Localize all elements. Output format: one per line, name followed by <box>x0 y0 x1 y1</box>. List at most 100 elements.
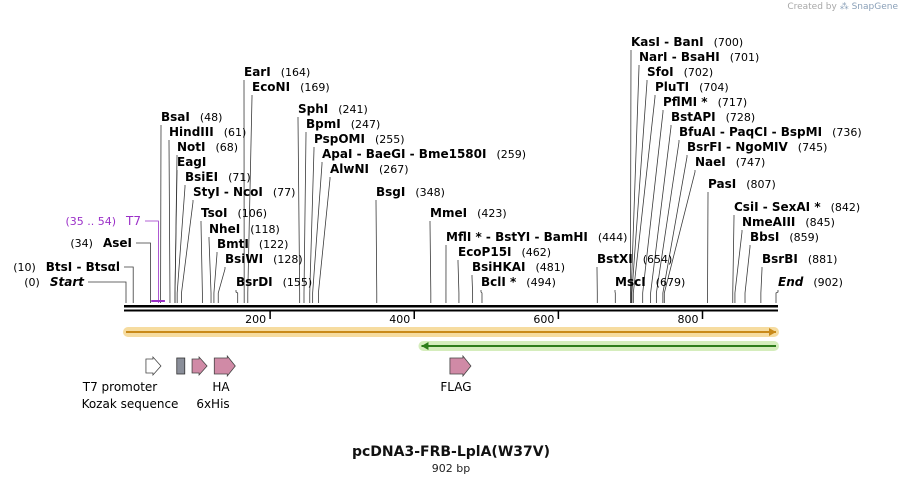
site-leader <box>88 281 127 303</box>
site-label[interactable]: Start <box>50 275 85 289</box>
site-position: (881) <box>808 253 838 266</box>
t7-primer-bar <box>151 300 165 302</box>
site-position: (462) <box>522 246 552 259</box>
site-label[interactable]: SphI <box>298 102 328 116</box>
site-label[interactable]: BsiHKAI <box>472 260 526 274</box>
site-label[interactable]: BstXI <box>597 252 633 266</box>
site-label[interactable]: CsiI - SexAI * <box>734 200 821 214</box>
site-leader <box>642 110 664 303</box>
site-position: (745) <box>798 141 828 154</box>
site-label[interactable]: BsrFI - NgoMIV <box>687 140 788 154</box>
site-position: (48) <box>200 111 223 124</box>
feature-kozak-sequence[interactable] <box>176 357 186 375</box>
site-label[interactable]: BsiEI <box>185 170 218 184</box>
site-label[interactable]: MscI <box>615 275 646 289</box>
site-label[interactable]: PflMI * <box>663 95 708 109</box>
site-position: (481) <box>536 261 566 274</box>
site-label[interactable]: BsaI <box>161 110 190 124</box>
site-label[interactable]: BpmI <box>306 117 341 131</box>
site-position: (10) <box>13 261 36 274</box>
site-leader <box>760 267 763 303</box>
site-position: (701) <box>730 51 760 64</box>
site-position: (34) <box>70 237 93 250</box>
tick-label: 600 <box>533 313 554 326</box>
site-label[interactable]: MmeI <box>430 206 467 220</box>
site-position: (61) <box>224 126 247 139</box>
site-label[interactable]: AseI <box>103 236 132 250</box>
site-position: (77) <box>273 186 296 199</box>
site-label[interactable]: ApaI - BaeGI - Bme1580I <box>322 147 486 161</box>
feature-ha[interactable] <box>213 354 236 378</box>
site-leader <box>124 266 134 303</box>
site-position: (807) <box>746 178 776 191</box>
site-label[interactable]: BsrBI <box>762 252 798 266</box>
site-label[interactable]: BmtI <box>217 237 249 251</box>
snapgene-logo: ⁂ <box>839 2 849 12</box>
site-label[interactable]: TsoI <box>201 206 227 220</box>
site-label[interactable]: PspOMI <box>314 132 365 146</box>
site-label[interactable]: BfuAI - PaqCI - BspMI <box>679 125 822 139</box>
site-position: (728) <box>726 111 756 124</box>
tick-label: 200 <box>245 313 266 326</box>
site-label[interactable]: HindIII <box>169 125 214 139</box>
site-label[interactable]: BbsI <box>750 230 779 244</box>
site-leader <box>375 200 378 303</box>
site-leader <box>650 125 672 303</box>
site-label[interactable]: NheI <box>209 222 240 236</box>
site-label[interactable]: BclI * <box>481 275 517 289</box>
site-leader <box>247 95 253 303</box>
site-label[interactable]: NaeI <box>695 155 726 169</box>
site-position: (700) <box>714 36 744 49</box>
site-label[interactable]: End <box>778 275 804 289</box>
feature-flag[interactable] <box>449 354 472 378</box>
site-label[interactable]: KasI - BanI <box>631 35 704 49</box>
site-leader <box>312 162 323 303</box>
site-label[interactable]: EcoP15I <box>458 245 512 259</box>
site-label[interactable]: EcoNI <box>252 80 290 94</box>
site-label[interactable]: NmeAIII <box>742 215 795 229</box>
site-label[interactable]: EagI <box>177 155 206 169</box>
site-position: (255) <box>375 133 405 146</box>
plasmid-title: pcDNA3-FRB-LplA(W37V) <box>351 444 550 460</box>
site-label[interactable]: BsrDI <box>236 275 273 289</box>
site-leader <box>662 155 688 303</box>
site-position: (128) <box>273 253 303 266</box>
site-label[interactable]: BsgI <box>376 185 405 199</box>
site-label[interactable]: BsiWI <box>225 252 263 266</box>
site-leader <box>235 290 239 303</box>
site-leader <box>630 50 632 303</box>
site-label[interactable]: NotI <box>177 140 206 154</box>
feature-label: Kozak sequence <box>82 397 179 411</box>
site-label[interactable]: BstAPI <box>671 110 716 124</box>
site-label[interactable]: EarI <box>244 65 271 79</box>
site-leader <box>457 260 460 303</box>
site-label[interactable]: StyI - NcoI <box>193 185 263 199</box>
site-position: (859) <box>789 231 819 244</box>
site-label[interactable]: PasI <box>708 177 736 191</box>
site-label[interactable]: PluTI <box>655 80 689 94</box>
credit-prefix: Created by <box>787 2 837 12</box>
feature-6xhis[interactable] <box>191 355 208 377</box>
site-label[interactable]: BtsI - Btsαl <box>46 260 120 274</box>
site-leader <box>176 185 186 303</box>
site-leader <box>208 237 212 303</box>
tick-label: 800 <box>677 313 698 326</box>
site-position: (122) <box>259 238 289 251</box>
site-label[interactable]: MflI * - BstYI - BamHI <box>446 230 588 244</box>
backbone-bottom-strand <box>124 309 778 312</box>
site-leader <box>309 147 315 303</box>
site-label[interactable]: SfoI <box>647 65 674 79</box>
site-position: (0) <box>24 276 40 289</box>
site-position: (35 .. 54) <box>65 215 116 228</box>
site-leader <box>471 275 474 303</box>
feature-t7-promoter[interactable] <box>145 355 162 377</box>
site-label[interactable]: AlwNI <box>330 162 369 176</box>
feature-label: T7 promoter <box>82 380 158 394</box>
site-position: (494) <box>526 276 556 289</box>
site-leader <box>145 220 159 303</box>
site-leader <box>655 140 680 303</box>
site-position: (348) <box>415 186 445 199</box>
tick-label: 400 <box>389 313 410 326</box>
site-label[interactable]: T7 <box>125 214 141 228</box>
site-label[interactable]: NarI - BsaHI <box>639 50 720 64</box>
